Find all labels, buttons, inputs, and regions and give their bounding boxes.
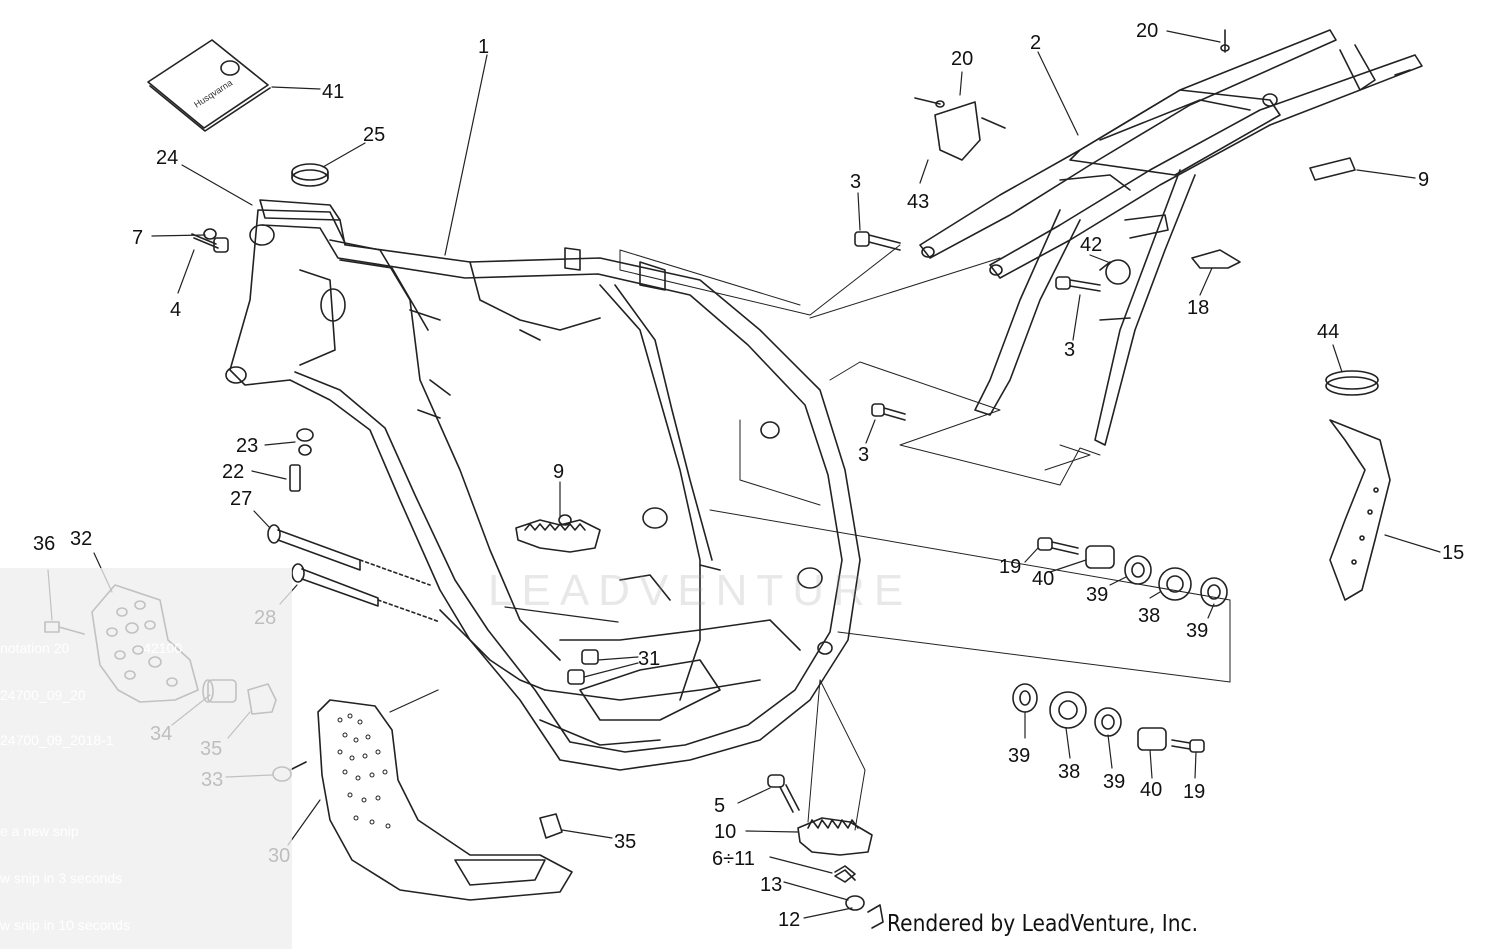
callout-20: 20 xyxy=(1136,20,1158,42)
snip-overlay-panel: notation 20 42100 24700_09_20 24700_09_2… xyxy=(0,568,292,949)
nut-23 xyxy=(296,428,314,456)
bolt-3c xyxy=(871,403,906,421)
bolt-28 xyxy=(291,563,441,623)
manual-booklet: Husqvarna xyxy=(147,39,271,132)
callout-39: 39 xyxy=(1086,584,1108,606)
footpeg-9 xyxy=(515,519,601,553)
leadventure-watermark: LEADVENTURE xyxy=(488,566,913,615)
callout-15: 15 xyxy=(1442,542,1464,564)
callout-6-11: 6÷11 xyxy=(712,848,755,870)
callout-38: 38 xyxy=(1058,761,1080,783)
callout-27: 27 xyxy=(230,488,252,510)
callout-43: 43 xyxy=(907,191,929,213)
callout-18: 18 xyxy=(1187,297,1209,319)
spring-13 xyxy=(834,865,856,883)
assembly-lines xyxy=(619,244,1231,831)
callout-39: 39 xyxy=(1186,620,1208,642)
bolt-20a xyxy=(1220,29,1230,53)
pin-5 xyxy=(767,774,800,813)
clamp-44 xyxy=(1325,370,1379,396)
callout-10: 10 xyxy=(714,821,736,843)
rubber-9 xyxy=(1309,157,1356,181)
skid-plate-30 xyxy=(317,699,573,901)
callout-39: 39 xyxy=(1008,745,1030,767)
callout-19: 19 xyxy=(1183,781,1205,803)
bushing-42 xyxy=(1099,259,1131,285)
callout-25: 25 xyxy=(363,124,385,146)
mount-set-upper xyxy=(1037,537,1228,607)
callout-7: 7 xyxy=(132,227,143,249)
heat-guard-15 xyxy=(1329,419,1391,601)
nut-7 xyxy=(203,228,217,240)
callout-35: 35 xyxy=(614,831,636,853)
booklet-cover-text: Husqvarna xyxy=(192,78,234,110)
snip-new-button[interactable]: e a new snip xyxy=(0,823,79,839)
steering-nut xyxy=(291,163,329,187)
callout-20: 20 xyxy=(951,48,973,70)
snip-delay-3-button[interactable]: w snip in 3 seconds xyxy=(0,870,123,886)
callout-9: 9 xyxy=(1418,169,1429,191)
callout-9: 9 xyxy=(553,461,564,483)
rendered-by-footer: Rendered by LeadVenture, Inc. xyxy=(887,911,1199,937)
snip-item-notation[interactable]: notation 20 42100 xyxy=(0,640,292,656)
clip-35b xyxy=(539,813,563,839)
bolt-22 xyxy=(289,464,301,492)
callout-3: 3 xyxy=(858,444,869,466)
nuts-31 xyxy=(567,649,599,685)
callout-38: 38 xyxy=(1138,605,1160,627)
callout-39: 39 xyxy=(1103,771,1125,793)
callout-24: 24 xyxy=(156,147,178,169)
snip-item-label: 42100 xyxy=(143,640,183,656)
bracket-43 xyxy=(914,97,1006,161)
callout-40: 40 xyxy=(1140,779,1162,801)
callout-2: 2 xyxy=(1030,32,1041,54)
bolt-27 xyxy=(267,524,431,586)
bolt-4 xyxy=(191,233,229,253)
snip-item-label: notation 20 xyxy=(0,640,70,656)
callout-42: 42 xyxy=(1080,234,1102,256)
callout-41: 41 xyxy=(322,81,344,103)
callout-32: 32 xyxy=(70,528,92,550)
snip-item-file-1[interactable]: 24700_09_20 xyxy=(0,687,86,703)
callout-13: 13 xyxy=(760,874,782,896)
callout-31: 31 xyxy=(638,648,660,670)
callout-3: 3 xyxy=(1064,339,1075,361)
callout-1: 1 xyxy=(478,36,489,58)
callout-3: 3 xyxy=(850,171,861,193)
subframe xyxy=(919,29,1423,446)
callout-19: 19 xyxy=(999,556,1021,578)
snip-item-file-2[interactable]: 24700_09_2018-1 xyxy=(0,732,114,748)
snip-delay-10-button[interactable]: w snip in 10 seconds xyxy=(0,917,130,933)
callout-4: 4 xyxy=(170,299,181,321)
callout-22: 22 xyxy=(222,461,244,483)
callout-36: 36 xyxy=(33,533,55,555)
bolt-3a xyxy=(854,231,901,251)
main-frame xyxy=(225,199,861,771)
washer-12 xyxy=(845,895,884,929)
callout-12: 12 xyxy=(778,909,800,931)
callout-23: 23 xyxy=(236,435,258,457)
footpeg-10 xyxy=(797,817,873,856)
callout-5: 5 xyxy=(714,795,725,817)
bolt-3b xyxy=(1055,276,1101,292)
callout-44: 44 xyxy=(1317,321,1339,343)
clip-18 xyxy=(1191,249,1241,269)
callout-40: 40 xyxy=(1032,568,1054,590)
